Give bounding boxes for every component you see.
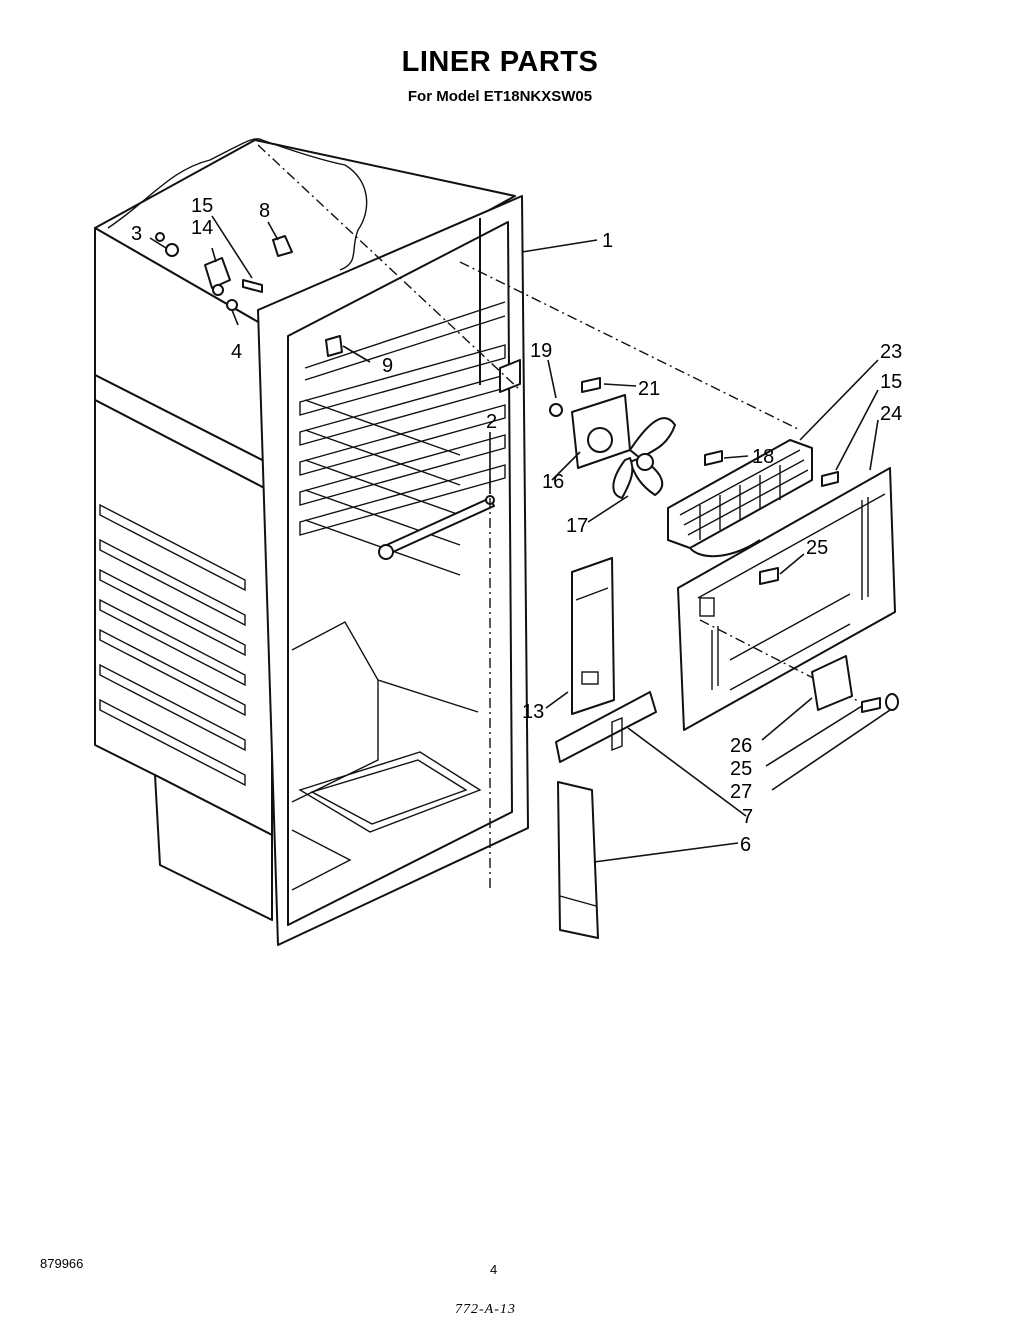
callout-17: 17 (566, 515, 588, 537)
callout-21: 21 (638, 378, 660, 400)
callout-2: 2 (486, 411, 497, 433)
callout-19: 19 (530, 340, 552, 362)
callout-24: 24 (880, 403, 902, 425)
document-number: 879966 (40, 1256, 84, 1271)
callout-9: 9 (382, 355, 393, 377)
callout-7: 7 (742, 806, 753, 828)
callout-25-upper: 25 (806, 537, 828, 559)
screw-25-upper (759, 567, 779, 585)
page-number: 4 (490, 1262, 498, 1277)
callout-14: 14 (191, 217, 213, 239)
callout-8: 8 (259, 200, 270, 222)
callout-1: 1 (602, 230, 613, 252)
page-title: LINER PARTS (401, 46, 599, 78)
insulation-6 (489, 478, 599, 939)
heater-part-2 (378, 495, 495, 560)
callout-15-left: 15 (191, 195, 213, 217)
callout-16: 16 (542, 471, 564, 493)
callout-27: 27 (730, 781, 752, 803)
callout-13: 13 (522, 701, 544, 723)
evaporator-cover-24 (677, 467, 896, 731)
air-grille-23 (667, 439, 813, 558)
duct-13 (571, 557, 615, 715)
model-subtitle: For Model ET18NKXSW05 (407, 88, 593, 105)
callout-3: 3 (131, 223, 142, 245)
cabinet-liner (94, 138, 529, 946)
callout-15-right: 15 (880, 371, 902, 393)
screw-15-right (821, 471, 839, 487)
callout-4: 4 (231, 341, 242, 363)
bracket-26 (811, 655, 899, 713)
leader-lines (149, 215, 891, 863)
callout-18: 18 (752, 446, 774, 468)
handwritten-code: 772-A-13 (455, 1302, 516, 1317)
fan-motor-assembly (549, 377, 676, 499)
callout-23: 23 (880, 341, 902, 363)
callout-labels: 1 2 3 4 6 7 8 9 13 14 15 15 16 17 18 19 … (131, 195, 902, 856)
callout-26: 26 (730, 735, 752, 757)
screw-18 (704, 450, 723, 466)
callout-6: 6 (740, 834, 751, 856)
callout-25-lower: 25 (730, 758, 752, 780)
baffle-7 (555, 691, 657, 763)
